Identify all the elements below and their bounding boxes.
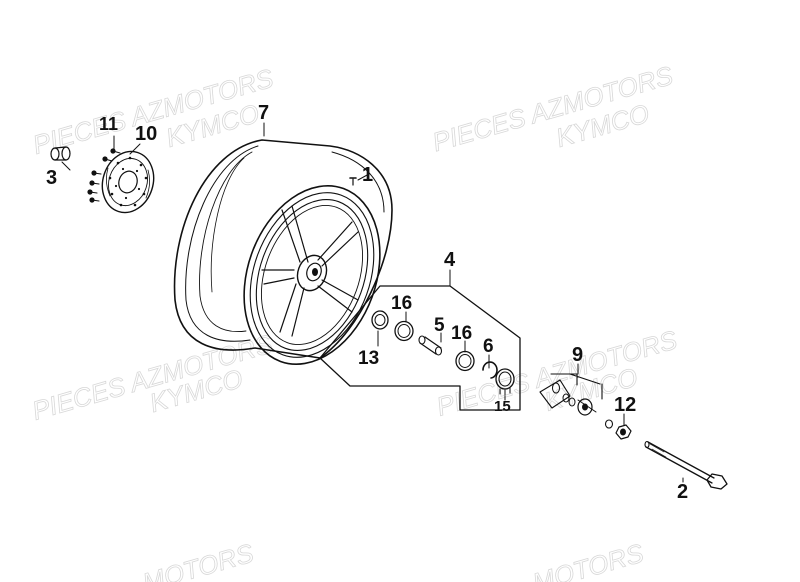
part-7-wheel: [173, 139, 393, 365]
part-16-bearing-left: [394, 320, 414, 342]
callout-numbers: 7 1 4 16 5 16 6 13 15 11 10 3 9 12 2: [46, 102, 688, 503]
callout-12: 12: [614, 394, 636, 416]
callout-3: 3: [46, 167, 57, 189]
callout-16: 16: [391, 293, 412, 314]
part-4-group-outline: [319, 285, 521, 411]
leader-lines: [61, 122, 684, 483]
callout-13: 13: [358, 348, 379, 369]
part-11-bolts: [87, 135, 121, 203]
callout-7: 7: [258, 102, 269, 124]
part-9-collar: [539, 373, 614, 429]
part-13-bearing: [371, 310, 389, 330]
watermark-text: MOTORS: [139, 537, 257, 582]
part-3-cap: [50, 146, 71, 161]
callout-5: 5: [434, 315, 445, 336]
callout-15: 15: [494, 398, 511, 415]
part-5-spacer: [418, 335, 443, 356]
part-10-brake-disc: [101, 150, 155, 214]
callout-11: 11: [99, 114, 118, 134]
part-15-seal: [495, 368, 515, 396]
part-16-bearing-right: [455, 350, 475, 372]
watermark-group: PIECES AZMOTORS KYMCO PIECES AZMOTORS KY…: [28, 59, 681, 582]
callout-9: 9: [572, 344, 583, 366]
watermark-text: MOTORS: [529, 537, 647, 582]
callout-6: 6: [483, 336, 494, 357]
callout-16: 16: [451, 323, 472, 344]
part-2-axle: [644, 440, 728, 490]
part-12-nut: [615, 424, 632, 440]
callout-4: 4: [444, 249, 456, 271]
callout-10: 10: [135, 123, 157, 145]
callout-1: 1: [362, 164, 373, 186]
part-6-circlip: [482, 361, 498, 379]
part-1-valve: [349, 177, 357, 186]
callout-2: 2: [677, 481, 688, 503]
